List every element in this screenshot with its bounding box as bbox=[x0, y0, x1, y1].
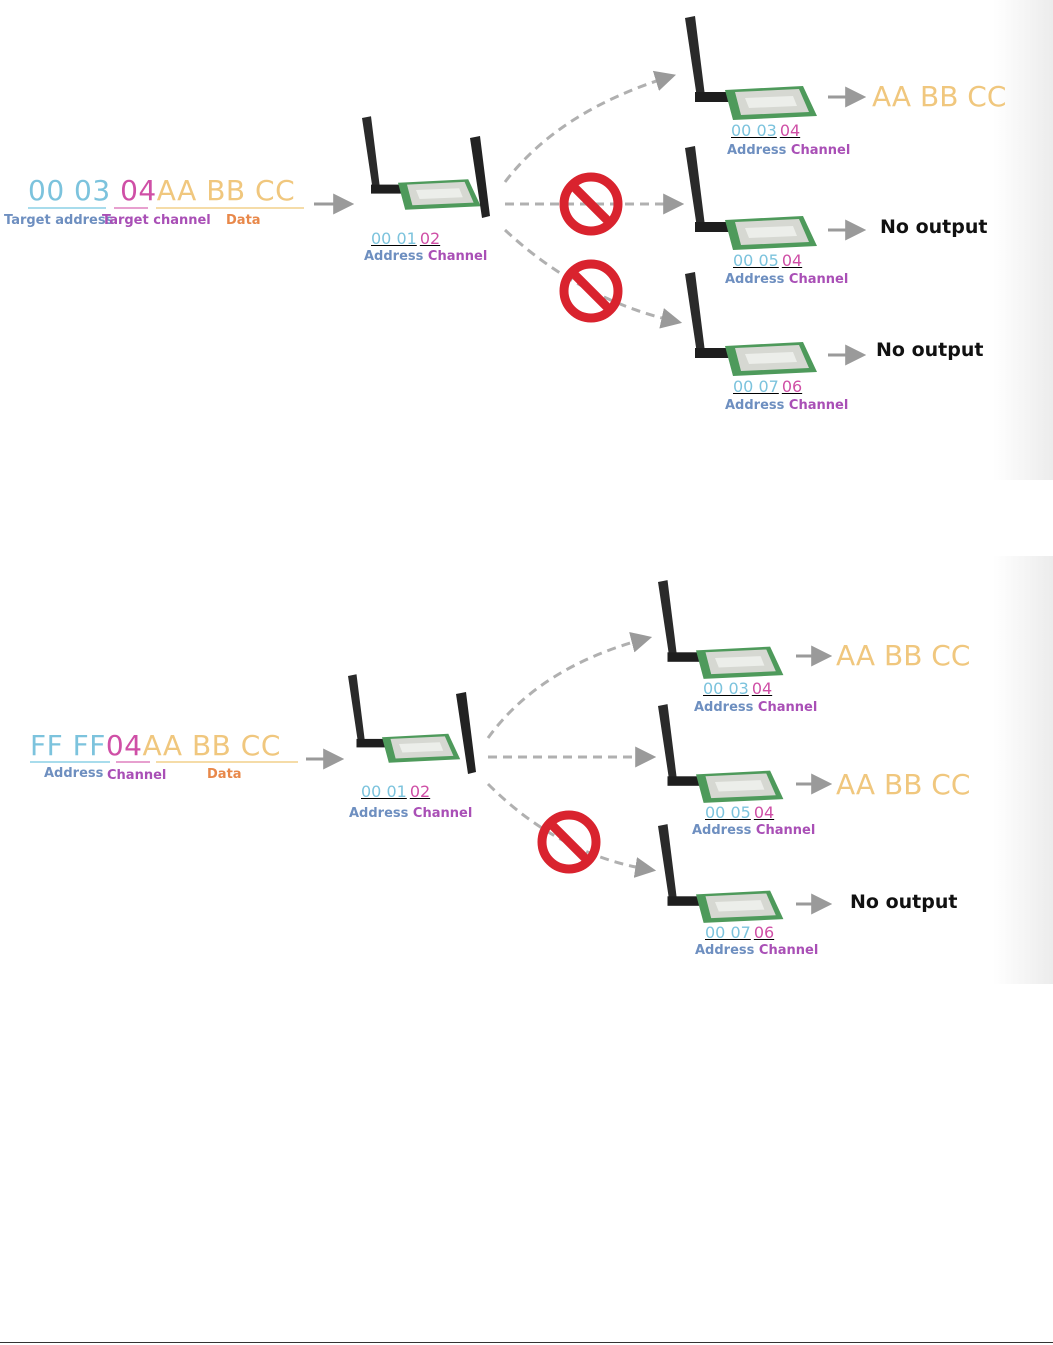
receiver-3-caption: Address Channel bbox=[695, 943, 819, 958]
packet-channel: 04 bbox=[120, 174, 157, 207]
diagram-1: 00 03 04AA BB CC Target address Target c… bbox=[0, 0, 1053, 480]
receiver-1-caption: Address Channel bbox=[694, 700, 818, 715]
packet-channel: 04 bbox=[105, 729, 143, 762]
receiver-radio-icon bbox=[685, 272, 817, 376]
receiver-radio-icon bbox=[685, 146, 817, 250]
diagram-2: FF FF04AA BB CC Address Channel Data 00 … bbox=[0, 556, 1053, 984]
receiver-1-output: AA BB CC bbox=[836, 639, 971, 672]
packet-channel-label: Target channel bbox=[102, 213, 211, 228]
diagram-2-graphics bbox=[30, 580, 833, 923]
panel-shadow bbox=[993, 0, 1053, 480]
receiver-radio-icon bbox=[658, 824, 784, 923]
receiver-3-output: No output bbox=[876, 339, 984, 361]
prohibited-icon bbox=[542, 815, 596, 869]
packet-address: FF FF bbox=[30, 729, 106, 762]
receiver-2-caption: Address Channel bbox=[725, 272, 849, 287]
receiver-3-caption: Address Channel bbox=[725, 398, 849, 413]
packet-address-label: Target address bbox=[4, 213, 114, 228]
sender-address: 00 01 bbox=[371, 229, 417, 248]
sender-radio-icon bbox=[362, 116, 481, 210]
prohibited-icon bbox=[564, 264, 618, 318]
receiver-radio-icon bbox=[685, 16, 817, 120]
receiver-3-output: No output bbox=[850, 891, 958, 913]
packet-data-label: Data bbox=[207, 767, 242, 782]
page-bottom-rule bbox=[0, 1342, 1053, 1343]
packet-data-label: Data bbox=[226, 213, 261, 228]
packet-channel-label: Channel bbox=[107, 768, 167, 783]
packet-data: AA BB CC bbox=[142, 729, 281, 762]
packet-address-label: Address bbox=[44, 766, 104, 781]
packet: 00 03 04AA BB CC bbox=[28, 175, 295, 207]
sender-radio-icon bbox=[348, 674, 461, 763]
receiver-radio-icon bbox=[658, 704, 784, 803]
panel-shadow bbox=[993, 556, 1053, 984]
receiver-2-output: No output bbox=[880, 216, 988, 238]
sender-caption: Address Channel bbox=[349, 806, 473, 821]
receiver-2-caption: Address Channel bbox=[692, 823, 816, 838]
sender-channel: 02 bbox=[419, 229, 441, 248]
receiver-1-caption: Address Channel bbox=[727, 143, 851, 158]
packet-address: 00 03 bbox=[28, 174, 111, 207]
receiver-1-output: AA BB CC bbox=[872, 80, 1007, 113]
diagram-1-graphics bbox=[28, 16, 867, 376]
receiver-2-output: AA BB CC bbox=[836, 768, 971, 801]
packet: FF FF04AA BB CC bbox=[30, 730, 281, 762]
packet-data: AA BB CC bbox=[156, 174, 296, 207]
receiver-radio-icon bbox=[658, 580, 784, 679]
sender-caption: Address Channel bbox=[364, 249, 488, 264]
